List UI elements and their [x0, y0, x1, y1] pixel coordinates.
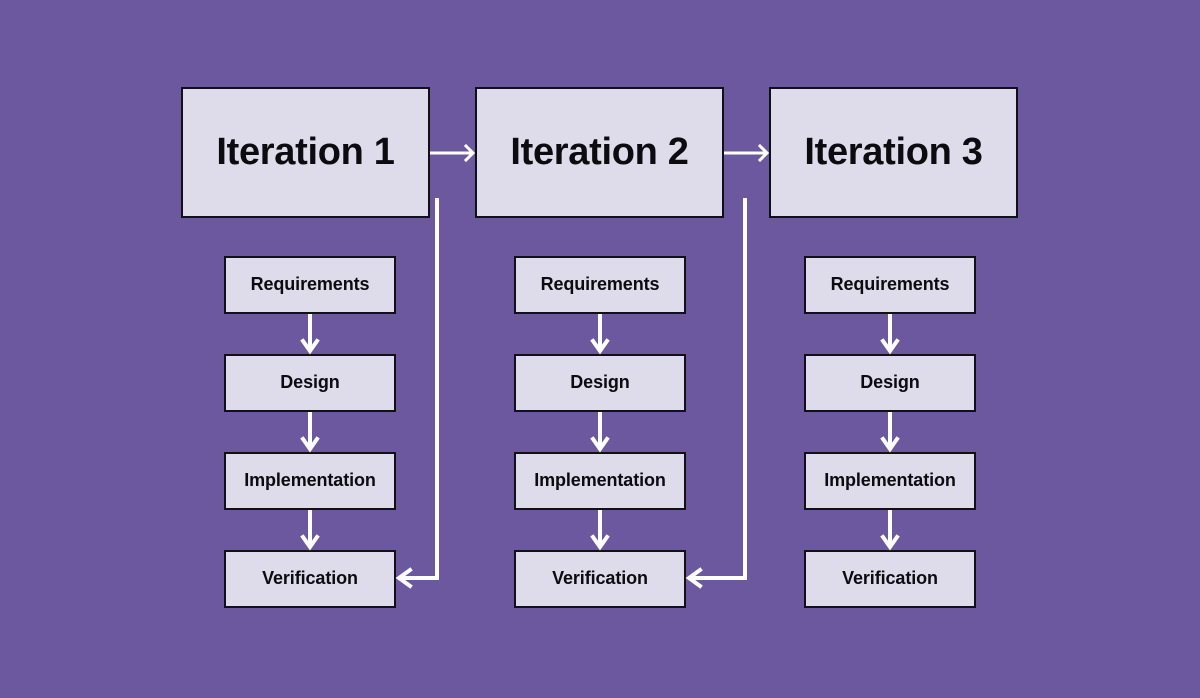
stage-label: Implementation	[244, 470, 376, 491]
stage-label: Verification	[262, 568, 358, 589]
stage-box-design-1[interactable]: Design	[224, 354, 396, 412]
stage-label: Implementation	[824, 470, 956, 491]
stage-box-verification-2[interactable]: Verification	[514, 550, 686, 608]
stage-label: Implementation	[534, 470, 666, 491]
stage-label: Requirements	[830, 274, 950, 295]
iteration-label: Iteration 1	[216, 130, 395, 173]
arrow-iteration2-to-iteration3	[724, 143, 770, 163]
stage-box-implementation-3[interactable]: Implementation	[804, 452, 976, 510]
iteration-label: Iteration 2	[510, 130, 689, 173]
stage-label: Verification	[552, 568, 648, 589]
arrow-requirements-to-design-2	[590, 314, 610, 355]
stage-box-requirements-1[interactable]: Requirements	[224, 256, 396, 314]
arrow-requirements-to-design-1	[300, 314, 320, 355]
arrow-design-to-implementation-2	[590, 412, 610, 453]
arrow-implementation-to-verification-3	[880, 510, 900, 551]
stage-box-implementation-1[interactable]: Implementation	[224, 452, 396, 510]
arrow-implementation-to-verification-2	[590, 510, 610, 551]
arrow-implementation-to-verification-1	[300, 510, 320, 551]
stage-box-verification-3[interactable]: Verification	[804, 550, 976, 608]
arrow-design-to-implementation-3	[880, 412, 900, 453]
iteration-box-1[interactable]: Iteration 1	[181, 87, 430, 218]
arrow-design-to-implementation-1	[300, 412, 320, 453]
stage-label: Design	[280, 372, 340, 393]
stage-box-design-2[interactable]: Design	[514, 354, 686, 412]
arrow-requirements-to-design-3	[880, 314, 900, 355]
stage-box-design-3[interactable]: Design	[804, 354, 976, 412]
stage-label: Requirements	[250, 274, 370, 295]
iteration-label: Iteration 3	[804, 130, 983, 173]
stage-box-requirements-2[interactable]: Requirements	[514, 256, 686, 314]
iteration-box-3[interactable]: Iteration 3	[769, 87, 1018, 218]
stage-box-verification-1[interactable]: Verification	[224, 550, 396, 608]
iteration-box-2[interactable]: Iteration 2	[475, 87, 724, 218]
arrow-iteration1-to-iteration2	[430, 143, 476, 163]
stage-box-requirements-3[interactable]: Requirements	[804, 256, 976, 314]
stage-label: Design	[570, 372, 630, 393]
stage-label: Requirements	[540, 274, 660, 295]
feedback-arrow-iteration2	[685, 198, 747, 589]
stage-label: Verification	[842, 568, 938, 589]
stage-label: Design	[860, 372, 920, 393]
stage-box-implementation-2[interactable]: Implementation	[514, 452, 686, 510]
feedback-arrow-iteration1	[395, 198, 439, 589]
